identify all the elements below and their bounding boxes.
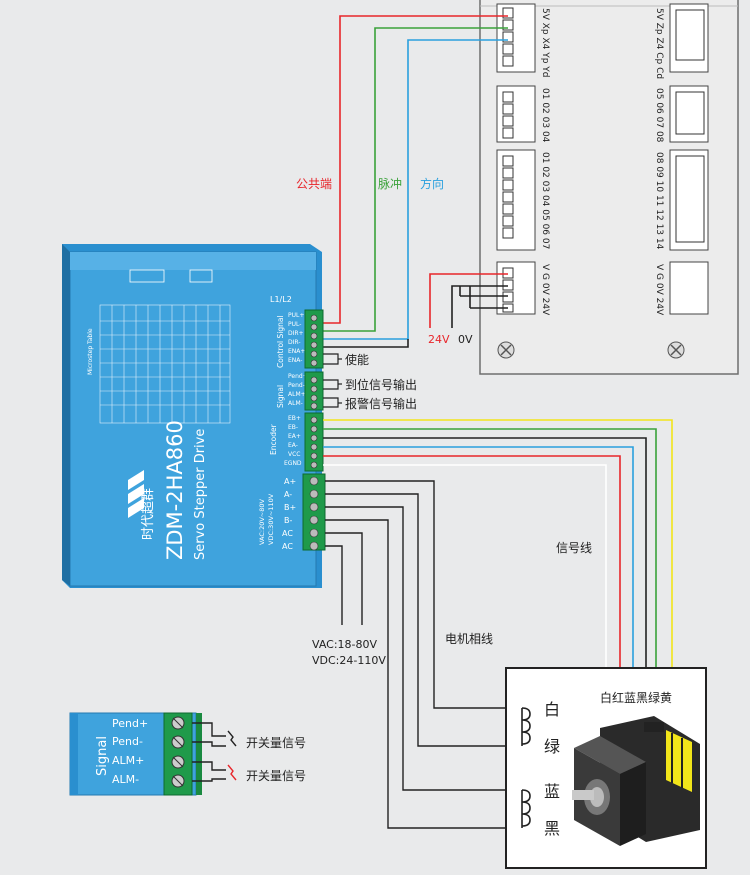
driver-subtitle: Servo Stepper Drive <box>193 429 208 560</box>
servo-driver: Microstep Table 时代超群 ZDM-2HA860 Servo St… <box>62 244 326 588</box>
control-wires <box>322 15 508 348</box>
phase-label-green: 绿 <box>544 737 560 756</box>
signal-inset: Signal Pend+ Pend- ALM+ ALM- <box>69 712 202 796</box>
phase-label-white: 白 <box>544 700 560 719</box>
inset-pin-label: Pend- <box>112 735 143 748</box>
encoder-wires <box>323 419 673 696</box>
phase-label-black: 黑 <box>544 819 560 838</box>
encoder-pin-label: EA+ <box>288 433 301 440</box>
label-24v: 24V <box>428 333 450 346</box>
terminal-block-signal <box>304 371 324 411</box>
section-control-signal: Control Signal <box>276 315 285 368</box>
driver-voltage-2: VDC:30V~110V <box>267 493 275 545</box>
label-vdc: VDC:24-110V <box>312 654 386 667</box>
encoder-pin-label: EB- <box>288 424 298 431</box>
control-pin-label: PUL+ <box>288 312 304 319</box>
controller-col2-label-0: 5V Zp Z4 Cp Cd <box>654 8 664 79</box>
section-encoder: Encoder <box>269 423 278 455</box>
motor-box: 白 绿 蓝 黑 白红蓝黑绿黄 <box>505 667 707 869</box>
encoder-pin-label: EB+ <box>288 415 301 422</box>
label-0v: 0V <box>458 333 473 346</box>
controller-col2-label-3: V G 0V 24V <box>654 264 664 316</box>
label-pulse: 脉冲 <box>378 176 402 191</box>
terminal-block-encoder <box>304 412 324 472</box>
power-pin-label: A- <box>284 490 292 499</box>
label-alarm-out: 报警信号输出 <box>345 396 417 411</box>
signal-pin-label: ALM+ <box>288 391 306 398</box>
switch-wires <box>192 722 226 782</box>
controller-col2: 5V Zp Z4 Cp Cd 05 06 07 08 08 09 10 11 1… <box>654 3 709 316</box>
control-pin-label: ENA+ <box>288 348 305 355</box>
label-signal-wire: 信号线 <box>556 541 592 555</box>
power-pin-label: AC <box>282 542 293 551</box>
driver-voltage-1: VAC:20V~80V <box>258 498 266 545</box>
power-pin-label: AC <box>282 529 293 538</box>
screw-icon <box>497 341 515 359</box>
inset-title: Signal <box>95 736 110 776</box>
label-enable: 使能 <box>345 352 369 367</box>
power-pin-label: B- <box>284 516 292 525</box>
section-l1l2: L1/L2 <box>270 295 292 304</box>
controller-col1: 5V Xp X4 Yp Yd 01 02 03 04 01 02 03 04 0… <box>496 3 550 316</box>
label-wire-colors: 白红蓝黑绿黄 <box>600 690 672 705</box>
controller-col1-label-3: V G 0V 24V <box>540 264 550 316</box>
control-pin-label: PUL- <box>288 321 301 328</box>
control-pin-label: ENA- <box>288 357 302 364</box>
inset-pin-label: ALM+ <box>112 754 144 767</box>
controller-col2-label-2: 08 09 10 11 12 13 14 <box>654 152 664 250</box>
encoder-pin-label: EGND <box>284 460 302 467</box>
section-signal: Signal <box>276 385 285 408</box>
control-pin-labels: PUL+ PUL- DIR+ DIR- ENA+ ENA- Pend+ Pend… <box>282 312 308 551</box>
terminal-block-power <box>302 473 326 551</box>
phase-label-blue: 蓝 <box>544 782 560 801</box>
label-switch-signal-1: 开关量信号 <box>246 736 306 750</box>
controller-board: 5V Xp X4 Yp Yd 01 02 03 04 01 02 03 04 0… <box>479 0 739 375</box>
encoder-pin-label: VCC <box>288 451 300 458</box>
label-in-position: 到位信号输出 <box>345 377 417 392</box>
controller-col1-label-0: 5V Xp X4 Yp Yd <box>540 8 550 78</box>
signal-pin-label: Pend+ <box>288 373 308 380</box>
controller-col1-label-1: 01 02 03 04 <box>540 88 550 143</box>
driver-model: ZDM-2HA860 <box>163 420 187 560</box>
label-switch-signal-2: 开关量信号 <box>246 769 306 783</box>
phase-wires <box>325 480 522 829</box>
controller-col1-label-2: 01 02 03 04 05 06 07 <box>540 152 550 249</box>
control-pin-label: DIR- <box>288 339 300 346</box>
label-direction: 方向 <box>420 176 444 191</box>
signal-pin-label: Pend- <box>288 382 305 389</box>
driver-brand: 时代超群 <box>141 488 156 540</box>
screw-icon <box>667 341 685 359</box>
brand-logo <box>128 470 144 518</box>
microstep-table-title: Microstep Table <box>87 328 94 375</box>
power-pin-label: B+ <box>284 503 296 512</box>
controller-col2-label-1: 05 06 07 08 <box>654 88 664 143</box>
encoder-pin-label: EA- <box>288 442 298 449</box>
stepper-motor-icon <box>572 716 700 846</box>
switch-icon <box>227 730 237 781</box>
inset-pin-label: Pend+ <box>112 717 148 730</box>
signal-pin-label: ALM- <box>288 400 303 407</box>
label-vac: VAC:18-80V <box>312 638 378 651</box>
label-common: 公共端 <box>296 177 332 191</box>
terminal-block-control <box>304 309 324 369</box>
output-brackets <box>323 353 342 408</box>
control-pin-label: DIR+ <box>288 330 304 337</box>
inset-pin-label: ALM- <box>112 773 139 786</box>
microstep-table <box>99 304 231 424</box>
power-pin-label: A+ <box>284 477 296 486</box>
label-motor-phase: 电机相线 <box>445 632 493 646</box>
